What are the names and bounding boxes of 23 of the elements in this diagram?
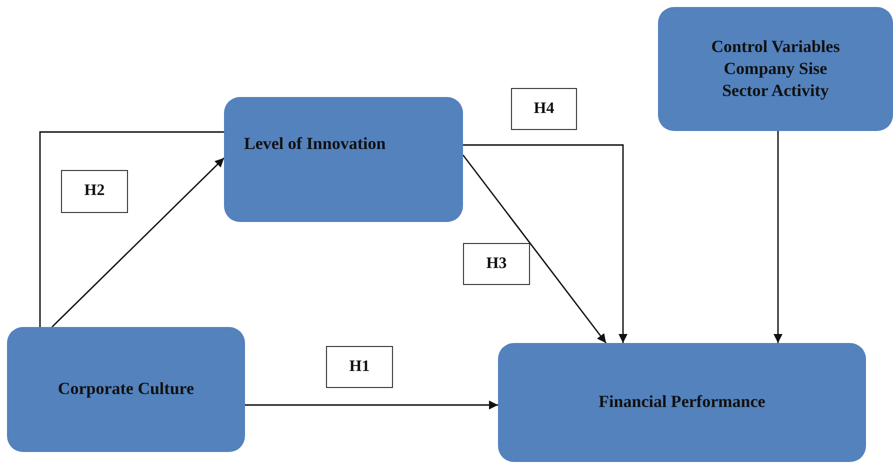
node-label: Financial Performance (598, 391, 766, 414)
arrow (462, 154, 607, 344)
hypothesis-box (61, 170, 128, 213)
arrow (52, 158, 224, 328)
arrow (245, 400, 498, 410)
hypothesis-box (326, 346, 393, 388)
process-box (224, 97, 463, 222)
hypothesis-label: H2 (84, 181, 105, 202)
arrow (463, 144, 628, 343)
node-label: Level of Innovation (244, 133, 386, 155)
hypothesis-label: H4 (534, 98, 554, 119)
arrow (774, 131, 782, 343)
hypothesis-box (463, 243, 530, 285)
node-label: Company Sise (724, 58, 828, 80)
process-box (658, 7, 893, 131)
process-box (498, 343, 866, 462)
node-label: Sector Activity (722, 80, 829, 102)
node-label: Corporate Culture (58, 378, 194, 400)
process-box (7, 327, 245, 452)
hypothesis-label: H1 (349, 356, 370, 377)
node-label: Control Variables (711, 36, 840, 58)
hypothesis-box (511, 88, 577, 130)
hypothesis-label: H3 (486, 254, 507, 274)
